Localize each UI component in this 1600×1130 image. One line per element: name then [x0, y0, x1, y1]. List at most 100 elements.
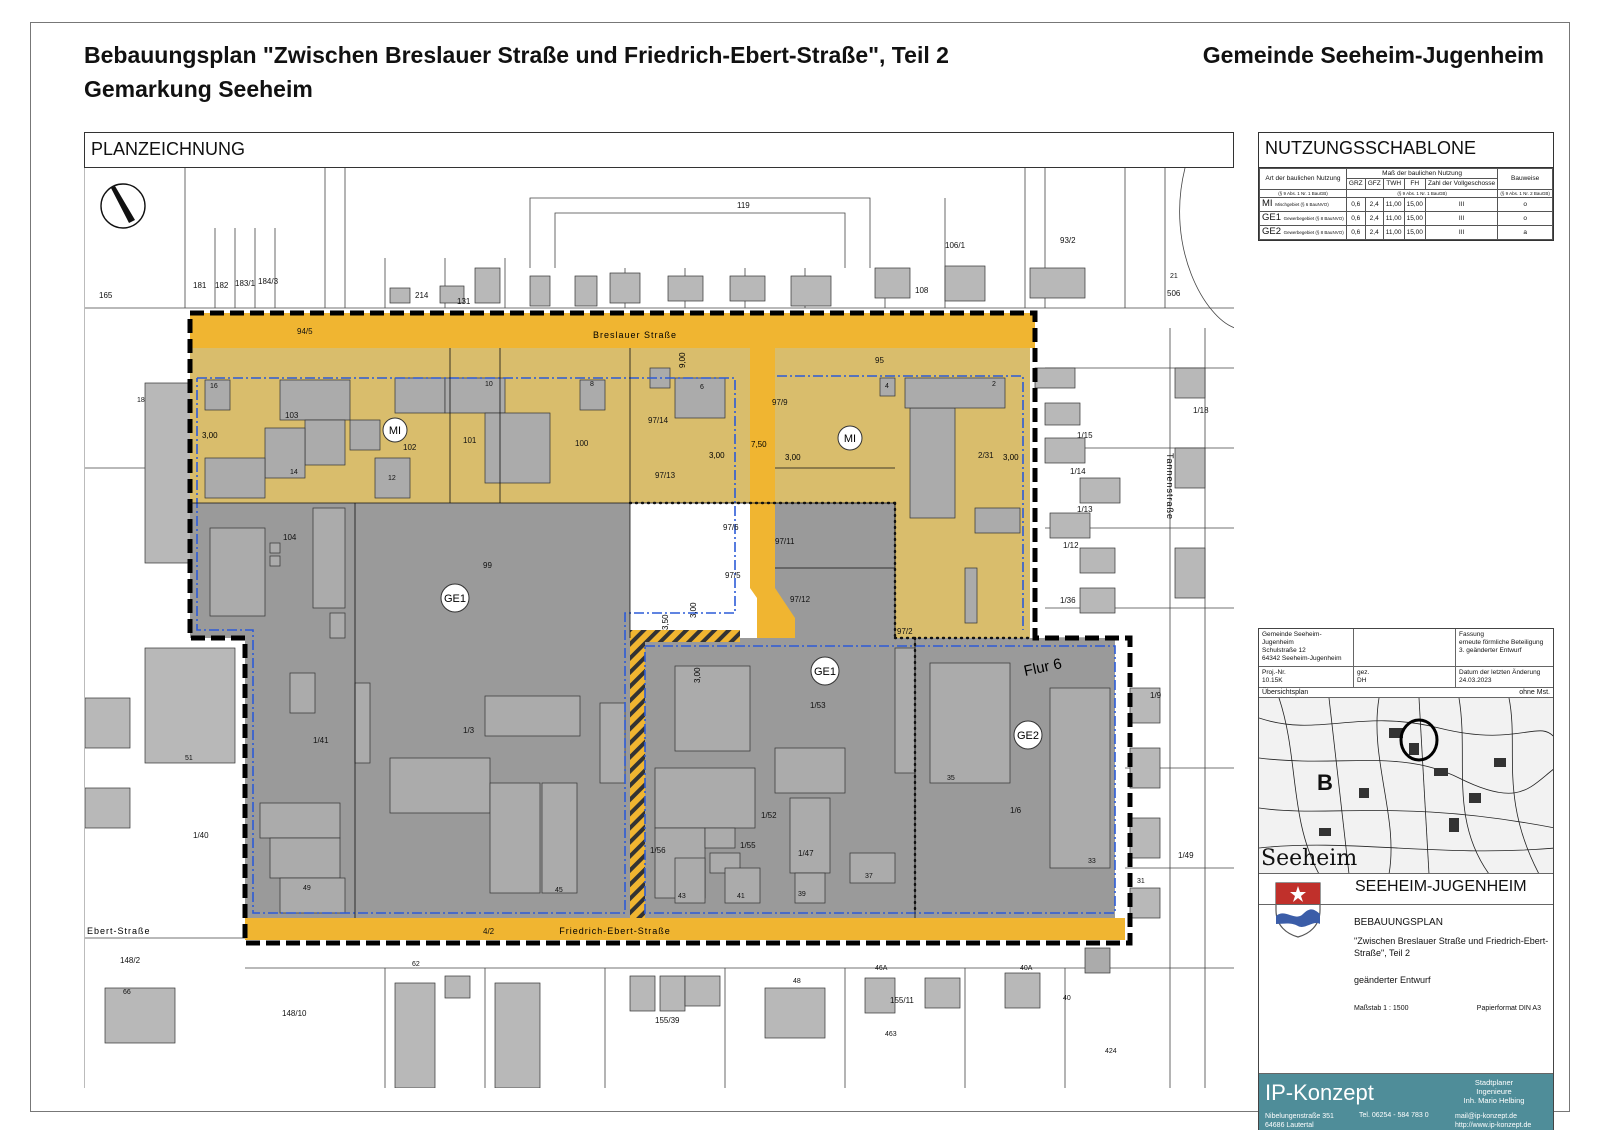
- col-bauweise: Bauweise: [1497, 168, 1553, 190]
- office-logo: IP-Konzept: [1265, 1079, 1374, 1105]
- zone-ge1-middle: [775, 503, 895, 638]
- svg-text:97/12: 97/12: [790, 595, 811, 604]
- svg-text:14: 14: [290, 469, 298, 476]
- svg-text:10: 10: [485, 381, 493, 388]
- svg-text:155/39: 155/39: [655, 1016, 680, 1025]
- north-arrow-icon: [100, 183, 146, 229]
- legal-mass: (§ 9 Abs. 1 Nr. 1 BauGB): [1345, 188, 1499, 199]
- col-mass: Maß der baulichen Nutzung: [1345, 167, 1499, 180]
- legal-bauweise: (§ 9 Abs. 1 Nr. 2 BauGB): [1497, 188, 1553, 199]
- nutzungsschablone-title: NUTZUNGSSCHABLONE: [1259, 133, 1553, 168]
- svg-text:97/13: 97/13: [655, 471, 676, 480]
- svg-text:12: 12: [388, 475, 396, 482]
- svg-text:35: 35: [947, 775, 955, 782]
- svg-text:424: 424: [1105, 1048, 1117, 1055]
- svg-text:97/5: 97/5: [725, 571, 741, 580]
- col-fh: FH: [1403, 178, 1426, 190]
- svg-text:4: 4: [885, 383, 889, 390]
- svg-text:46A: 46A: [875, 965, 888, 972]
- svg-text:101: 101: [463, 436, 477, 445]
- svg-text:97/6: 97/6: [723, 523, 739, 532]
- svg-text:3,00: 3,00: [1003, 453, 1019, 462]
- svg-text:463: 463: [885, 1031, 897, 1038]
- col-grz: GRZ: [1345, 178, 1366, 190]
- svg-text:104: 104: [283, 533, 297, 542]
- svg-text:1/40: 1/40: [193, 831, 209, 840]
- svg-text:93/2: 93/2: [1060, 236, 1076, 245]
- road-breslauer: [190, 313, 1035, 348]
- svg-text:97/2: 97/2: [897, 627, 913, 636]
- office-website[interactable]: http://www.ip-konzept.de: [1455, 1121, 1532, 1129]
- office-phone: Tel. 06254 - 584 783 0: [1359, 1111, 1429, 1119]
- road-friedrich-ebert: [245, 918, 1125, 940]
- col-gfz: GFZ: [1364, 178, 1384, 190]
- svg-text:41: 41: [737, 893, 745, 900]
- svg-text:B: B: [1317, 770, 1333, 795]
- office-owner: Inh. Mario Helbing: [1463, 1095, 1525, 1105]
- overview-label: Übersichtsplan: [1262, 688, 1309, 696]
- svg-text:102: 102: [403, 443, 417, 452]
- svg-text:1/12: 1/12: [1063, 541, 1079, 550]
- svg-text:2: 2: [992, 381, 996, 388]
- svg-text:214: 214: [415, 291, 429, 300]
- svg-text:21: 21: [1170, 273, 1178, 280]
- office-email[interactable]: mail@ip-konzept.de: [1455, 1112, 1517, 1120]
- plan-buildings: [204, 367, 1111, 974]
- svg-text:182: 182: [215, 281, 229, 290]
- scale-label: Maßstab 1 : 1500: [1354, 1004, 1409, 1012]
- svg-text:1/6: 1/6: [1010, 806, 1022, 815]
- svg-text:97/11: 97/11: [775, 537, 795, 546]
- svg-text:37: 37: [865, 873, 873, 880]
- svg-text:7,50: 7,50: [751, 440, 767, 449]
- svg-text:62: 62: [412, 961, 420, 968]
- svg-text:119: 119: [737, 201, 750, 210]
- street-label-ebert-west: Ebert-Straße: [87, 926, 151, 936]
- svg-text:39: 39: [798, 891, 806, 898]
- hatched-path-horizontal: [630, 630, 740, 642]
- svg-text:1/41: 1/41: [313, 736, 329, 745]
- road-connector: [750, 348, 795, 638]
- zone-label-ge1-west: GE1: [444, 593, 466, 605]
- svg-text:1/53: 1/53: [810, 701, 826, 710]
- svg-text:108: 108: [915, 286, 929, 295]
- svg-text:184/3: 184/3: [258, 277, 279, 286]
- municipality-title: Gemeinde Seeheim-Jugenheim: [1202, 42, 1544, 68]
- svg-text:18: 18: [137, 397, 145, 404]
- dotted-boundaries: [628, 501, 1032, 915]
- nutzungsschablone: NUTZUNGSSCHABLONE Art der baulichen Nutz…: [1258, 132, 1554, 241]
- svg-text:3,00: 3,00: [709, 451, 725, 460]
- fassung-text: 3. geänderter Entwurf: [1459, 647, 1522, 655]
- plan-map[interactable]: MI MI GE1 GE1 GE2 Flur 6 Breslauer Straß…: [84, 168, 1234, 1088]
- overview-town-label: Seeheim: [1261, 845, 1358, 871]
- overview-map[interactable]: B Seeheim: [1259, 697, 1553, 874]
- plan-title: Bebauungsplan "Zwischen Breslauer Straße…: [84, 42, 949, 68]
- zone-lines: [196, 375, 1116, 914]
- svg-text:1/47: 1/47: [798, 849, 814, 858]
- svg-text:99: 99: [483, 561, 492, 570]
- house-numbers: 16 14 12 10 8 6 4 2 35 33 49 45 43 41 39…: [123, 273, 1178, 1055]
- col-twh: TWH: [1382, 178, 1405, 190]
- svg-text:8: 8: [590, 381, 594, 388]
- svg-text:97/9: 97/9: [772, 398, 788, 407]
- office-block: IP-Konzept Stadtplaner Ingenieure Inh. M…: [1259, 1073, 1553, 1130]
- svg-text:155/11: 155/11: [890, 996, 914, 1005]
- cadastre-lines: [85, 168, 1234, 1088]
- svg-text:3,00: 3,00: [689, 602, 698, 618]
- zone-label-mi-east: MI: [844, 433, 856, 445]
- svg-text:1/14: 1/14: [1070, 467, 1086, 476]
- bebauungsplan-label: BEBAUUNGSPLAN: [1354, 916, 1443, 928]
- svg-text:16: 16: [210, 383, 218, 390]
- svg-text:40A: 40A: [1020, 965, 1033, 972]
- street-label-tannenstrasse: Tannenstraße: [1165, 453, 1175, 520]
- svg-text:1/18: 1/18: [1193, 406, 1209, 415]
- svg-text:3,00: 3,00: [785, 453, 801, 462]
- office-role: Stadtplaner: [1474, 1077, 1514, 1087]
- title-block: Gemeinde Seeheim-Jugenheim Schulstraße 1…: [1258, 628, 1554, 1130]
- office-address: Nibelungenstraße 351: [1265, 1112, 1334, 1120]
- svg-text:1/49: 1/49: [1178, 851, 1194, 860]
- svg-text:181: 181: [193, 281, 207, 290]
- zone-labels: MI MI GE1 GE1 GE2 Flur 6: [382, 417, 1063, 750]
- svg-text:40: 40: [1063, 995, 1071, 1002]
- svg-text:43: 43: [678, 893, 686, 900]
